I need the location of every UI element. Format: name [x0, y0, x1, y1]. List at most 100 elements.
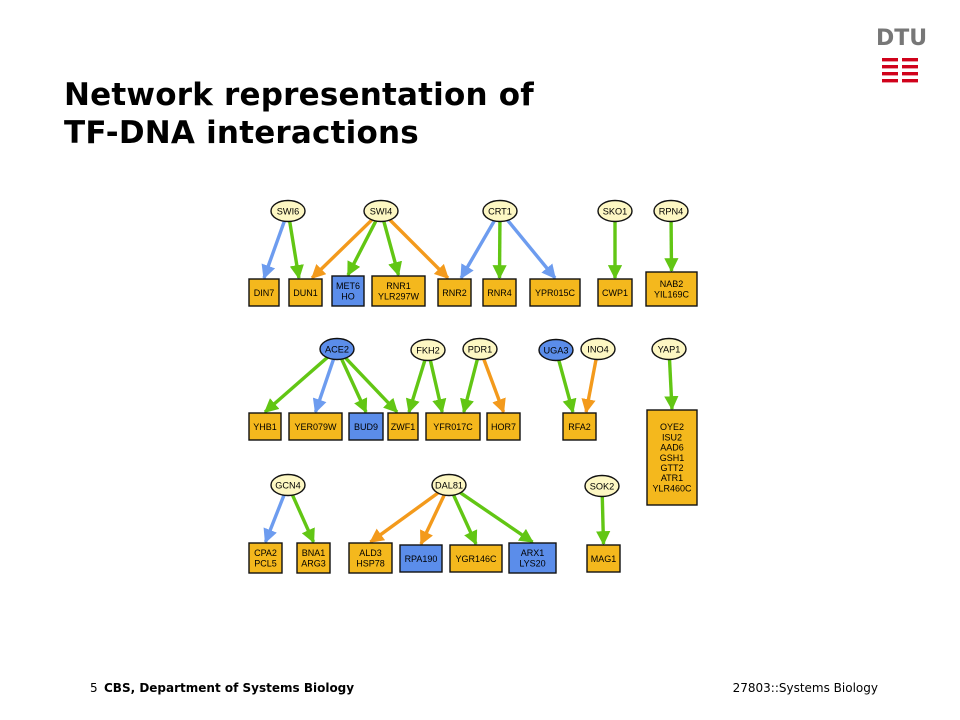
dtu-logo: DTU: [876, 26, 928, 88]
tf-node-swi6: SWI6: [270, 199, 306, 223]
target-node-cwp1: CWP1: [597, 278, 633, 307]
target-node-shape: [399, 544, 443, 573]
edge-ace2-to-yer079w: [312, 358, 336, 414]
edge-crt1-to-rnr2: [459, 219, 496, 280]
target-node-label: NAB2: [660, 279, 684, 289]
edge-swi6-to-dun1: [287, 220, 304, 280]
tf-node-label: YAP1: [658, 344, 681, 354]
tf-node-label: PDR1: [468, 344, 493, 354]
target-node-shape: [597, 278, 633, 307]
target-node-label: RPA190: [405, 554, 438, 564]
target-node-shape: [449, 544, 503, 573]
target-node-din7: DIN7: [248, 278, 280, 307]
tf-node-shape: [580, 337, 616, 361]
dtu-logo-text: DTU: [876, 26, 928, 51]
tf-node-dal81: DAL81: [431, 473, 467, 497]
target-node-label: OYE2: [660, 422, 684, 432]
tf-node-label: INO4: [587, 344, 608, 354]
tf-node-shape: [431, 473, 467, 497]
edge-swi4-to-met6: [346, 219, 378, 277]
target-node-shape: [348, 542, 393, 574]
edge-gcn4-to-cpa2: [263, 494, 286, 544]
target-node-label: CWP1: [602, 288, 628, 298]
target-node-hor7: HOR7: [486, 412, 521, 441]
edge-ace2-to-yhb1: [263, 356, 329, 414]
target-node-label: YHB1: [253, 422, 277, 432]
tf-node-shape: [597, 199, 633, 223]
edge-swi4-to-rnr1: [382, 220, 402, 277]
edge-dal81-to-ald3: [369, 491, 440, 544]
footer-department: CBS, Department of Systems Biology: [104, 681, 355, 695]
tf-node-gcn4: GCN4: [270, 473, 306, 497]
tf-node-shape: [319, 337, 355, 361]
target-node-label: YER079W: [294, 422, 337, 432]
target-node-label: HSP78: [356, 558, 385, 568]
target-node-yer079w: YER079W: [288, 412, 343, 441]
tf-node-shape: [653, 199, 689, 223]
target-node-ygr146c: YGR146C: [449, 544, 503, 573]
edge-fkh2-to-zwf1: [405, 359, 427, 414]
edge-dal81-to-rpa190: [419, 493, 446, 546]
edge-fkh2-to-yfr017c: [428, 359, 447, 414]
tf-node-label: SKO1: [603, 206, 628, 216]
target-node-label: RNR4: [487, 288, 512, 298]
edge-dal81-to-ygr146c: [451, 493, 478, 546]
tf-node-label: GCN4: [275, 480, 301, 490]
page-number: 5: [90, 681, 98, 695]
target-node-label: DUN1: [293, 288, 318, 298]
target-node-ypr015c: YPR015C: [529, 278, 581, 307]
edge-swi4-to-rnr2: [388, 218, 450, 280]
target-node-label: ARX1: [521, 548, 545, 558]
tf-node-swi4: SWI4: [363, 199, 399, 223]
target-node-shape: [645, 271, 698, 307]
target-node-label: GTT2: [660, 463, 683, 473]
tf-node-shape: [538, 338, 574, 362]
target-node-label: YGR146C: [455, 554, 497, 564]
target-node-shape: [331, 275, 365, 307]
target-node-shape: [508, 542, 557, 574]
tf-node-label: RPN4: [659, 206, 684, 216]
tf-node-label: SWI6: [277, 206, 299, 216]
edge-ino4-to-rfa2: [581, 358, 598, 414]
target-node-label: GSH1: [660, 453, 685, 463]
target-node-yhb1: YHB1: [248, 412, 282, 441]
edge-dal81-to-arx1: [459, 491, 534, 544]
target-node-label: RFA2: [568, 422, 591, 432]
target-node-rpa190: RPA190: [399, 544, 443, 573]
tf-node-ino4: INO4: [580, 337, 616, 361]
tf-node-label: SOK2: [590, 481, 615, 491]
target-node-shape: [296, 542, 331, 574]
target-node-shape: [248, 542, 283, 574]
target-node-label: BUD9: [354, 422, 378, 432]
target-node-label: CPA2: [254, 548, 277, 558]
target-node-zwf1: ZWF1: [387, 412, 419, 441]
edge-gcn4-to-bna1: [290, 493, 316, 544]
tf-node-pdr1: PDR1: [462, 337, 498, 361]
tf-node-label: CRT1: [488, 206, 512, 216]
target-node-shape: [288, 278, 323, 307]
target-node-label: ARG3: [301, 558, 326, 568]
target-node-label: YPR015C: [535, 288, 576, 298]
tf-node-shape: [651, 337, 687, 361]
edge-swi6-to-din7: [261, 220, 287, 280]
target-node-label: YLR297W: [378, 291, 420, 301]
target-node-shape: [425, 412, 481, 441]
target-node-rnr2: RNR2: [437, 278, 472, 307]
target-node-shape: [387, 412, 419, 441]
tf-node-shape: [363, 199, 399, 223]
edge-crt1-to-ypr015c: [506, 218, 557, 280]
tf-node-label: UGA3: [543, 345, 568, 355]
tf-node-shape: [462, 337, 498, 361]
tf-node-ace2: ACE2: [319, 337, 355, 361]
tf-node-uga3: UGA3: [538, 338, 574, 362]
target-node-label: YFR017C: [433, 422, 473, 432]
target-node-bud9: BUD9: [348, 412, 384, 441]
target-node-shape: [371, 275, 426, 307]
